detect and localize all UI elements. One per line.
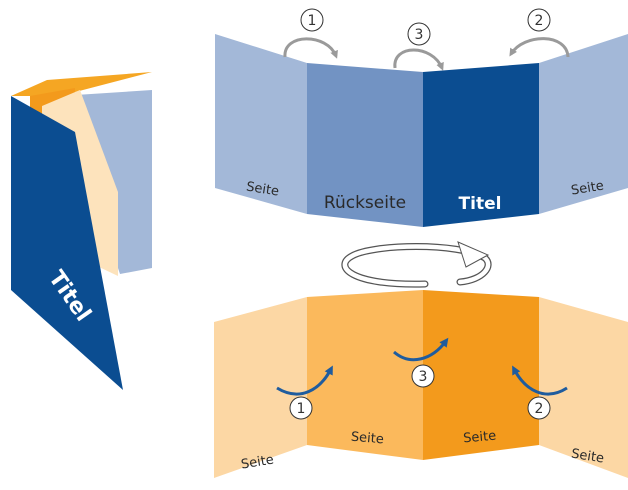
top-fold-arrow-2-icon: [509, 37, 570, 58]
bottom-step-1-number: 1: [297, 401, 306, 417]
top-step-1-circle: [300, 8, 324, 32]
orange-flap: [11, 72, 152, 96]
top-label-seite-right: Seite: [570, 179, 605, 199]
bottom-fold-arrow-3-icon: [393, 337, 449, 362]
blue-spread: Seite Rückseite Titel Seite 1 3 2: [215, 8, 628, 227]
folded-brochure: Titel: [11, 72, 152, 390]
top-step-1-number: 1: [308, 13, 317, 29]
top-label-titel: Titel: [459, 194, 502, 214]
bottom-panel-2: [307, 290, 423, 460]
top-step-2-circle: [527, 8, 551, 32]
bottom-panel-1: [214, 297, 307, 478]
top-step-3-circle: [407, 22, 431, 46]
top-panel-3: [423, 63, 539, 227]
bottom-label-seite-1: Seite: [240, 453, 275, 473]
bottom-label-seite-2: Seite: [350, 430, 384, 448]
bottom-step-2-circle: [527, 396, 551, 420]
top-step-3-number: 3: [415, 27, 424, 43]
top-label-seite-left: Seite: [245, 180, 280, 200]
bottom-step-1-circle: [289, 396, 313, 420]
top-fold-arrow-1-icon: [283, 37, 338, 59]
rotate-arrow-icon: [341, 241, 492, 288]
bottom-panel-3: [423, 290, 539, 460]
bottom-label-seite-4: Seite: [570, 447, 605, 467]
bottom-panel-4: [539, 297, 628, 478]
orange-spread: Seite Seite Seite Seite 1 3 2: [214, 290, 628, 478]
top-panel-4: [539, 34, 628, 214]
top-fold-arrow-3-icon: [393, 48, 444, 71]
top-label-rueckseite: Rückseite: [324, 193, 406, 213]
bottom-step-3-number: 3: [419, 369, 428, 385]
top-panel-2: [307, 63, 423, 227]
top-panel-1: [215, 34, 307, 214]
cover-panel: [11, 96, 123, 390]
bottom-step-3-circle: [411, 364, 435, 388]
top-step-2-number: 2: [535, 13, 544, 29]
bottom-label-seite-3: Seite: [463, 429, 497, 447]
bottom-step-2-number: 2: [535, 401, 544, 417]
bottom-fold-arrow-2-icon: [512, 365, 568, 396]
bottom-fold-arrow-1-icon: [276, 365, 333, 396]
